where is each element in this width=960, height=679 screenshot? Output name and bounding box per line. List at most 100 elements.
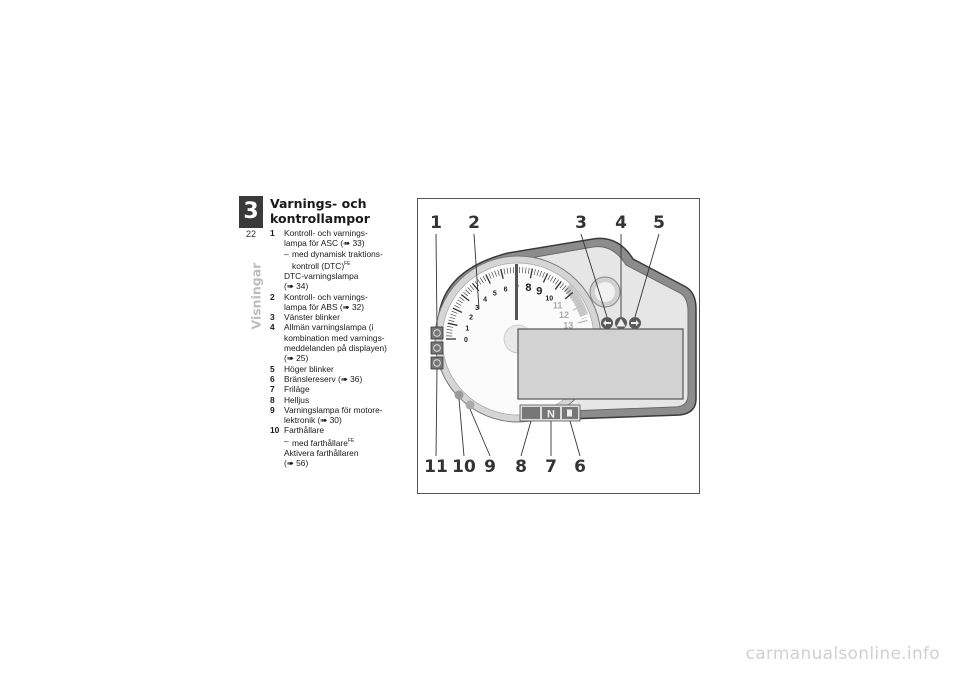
gauge-tick	[455, 302, 462, 306]
gauge-tick	[485, 274, 491, 284]
callout-line	[469, 408, 491, 457]
gauge-tick	[488, 273, 492, 279]
gauge-number: 8	[525, 282, 531, 294]
chapter-title-vertical: Visningar	[248, 262, 264, 330]
legend-text: Friläge	[284, 384, 310, 395]
callout-number: 6	[574, 457, 586, 477]
gauge-number: 5	[493, 290, 497, 297]
right-indicator-lamp	[629, 317, 641, 329]
legend-text: Vänster blinker	[284, 312, 340, 323]
legend-number: 8	[270, 394, 275, 405]
callout-number: 10	[452, 457, 476, 477]
engine-electronics-lamp	[454, 390, 464, 400]
abs-lamp	[430, 341, 444, 355]
gauge-tick	[533, 269, 536, 276]
callout-number: 8	[515, 457, 527, 477]
callout-line	[520, 420, 532, 457]
gauge-number: 0	[464, 337, 468, 344]
chapter-tab: 3	[239, 196, 263, 228]
gauge-tick	[467, 287, 473, 292]
gauge-tick	[474, 281, 479, 287]
legend-number: 7	[270, 384, 275, 395]
gauge-needle	[515, 264, 518, 320]
gauge-tick	[580, 317, 587, 320]
gauge-tick	[528, 267, 530, 274]
gauge-number: 1	[465, 326, 469, 333]
gauge-tick	[525, 267, 527, 274]
gauge-tick	[480, 277, 484, 283]
callout-number: 5	[653, 213, 665, 233]
legend-text: Bränslereserv (➠ 36)	[284, 373, 363, 384]
gauge-tick	[539, 270, 542, 277]
callout-line	[458, 398, 465, 457]
gauge-tick	[542, 273, 549, 283]
gauge-tick	[491, 271, 495, 278]
watermark-footer: carmanualsonline.info	[745, 644, 940, 664]
neutral-lamp	[542, 407, 560, 419]
gauge-tick	[577, 319, 588, 324]
legend-subitem: –med dynamisk traktions-kontroll (DTC)FE	[284, 248, 383, 271]
gauge-tick	[529, 268, 534, 279]
callout-number: 2	[468, 213, 480, 233]
lcd-display	[517, 328, 684, 400]
gauge-tick	[469, 285, 475, 290]
callout-line	[634, 233, 660, 318]
gauge-tick	[559, 283, 564, 289]
gauge-tick	[566, 289, 571, 295]
gauge-tick	[573, 299, 579, 304]
gauge-tick	[550, 276, 554, 282]
gauge-tick	[454, 305, 460, 309]
gauge-number: 11	[553, 300, 563, 310]
legend-item: 6 Bränslereserv (➠ 36)	[270, 374, 410, 384]
legend-number: 4	[270, 322, 275, 333]
gauge-tick	[448, 319, 455, 322]
callout-line	[569, 420, 581, 457]
callout-number: 4	[615, 213, 627, 233]
gauge-tick	[450, 313, 457, 317]
gauge-tick	[536, 269, 539, 276]
gauge-tick	[579, 314, 586, 317]
legend-number: 1	[270, 228, 275, 238]
gauge-number: 9	[536, 286, 542, 298]
gauge-tick	[494, 270, 497, 277]
legend-item: 7 Friläge	[270, 384, 410, 394]
gauge-tick	[446, 329, 453, 331]
gauge-tick	[459, 296, 465, 301]
callout-number: 3	[575, 213, 587, 233]
gauge-tick	[554, 281, 562, 290]
gauge-number: 4	[483, 297, 487, 304]
legend-number: 9	[270, 404, 275, 415]
gauge-tick	[572, 304, 583, 311]
callout-number: 9	[484, 457, 496, 477]
gauge-tick	[564, 291, 574, 300]
gauge-tick	[542, 271, 545, 278]
section-heading: Varnings- och kontrollampor	[270, 196, 370, 226]
callout-lines	[435, 233, 660, 457]
gauge-tick	[509, 267, 512, 274]
gauge-tick	[561, 285, 567, 291]
gauge-ticks	[446, 267, 588, 340]
gauge-tick	[449, 316, 456, 320]
gauge-tick	[447, 326, 454, 328]
gauge-number: 6	[504, 287, 508, 294]
gauge-tick	[477, 279, 482, 285]
light-sensor-core	[595, 282, 615, 302]
gauge-tick	[446, 332, 453, 334]
callout-line	[435, 368, 438, 457]
legend-text: Kontroll- och varnings-lampa för ABS (➠ …	[284, 291, 368, 312]
gauge-tick	[463, 291, 469, 297]
legend-text: Höger blinker	[284, 363, 334, 374]
gauge-tick	[564, 287, 569, 293]
cruise-control-lamp	[430, 356, 444, 370]
legend-subitem: –med farthållareFE	[284, 435, 355, 448]
cruise-engaged-lamp	[465, 400, 475, 410]
legend-text: Kontroll- och varnings-lampa för ASC (➠ …	[284, 228, 410, 292]
legend-number: 6	[270, 373, 275, 384]
